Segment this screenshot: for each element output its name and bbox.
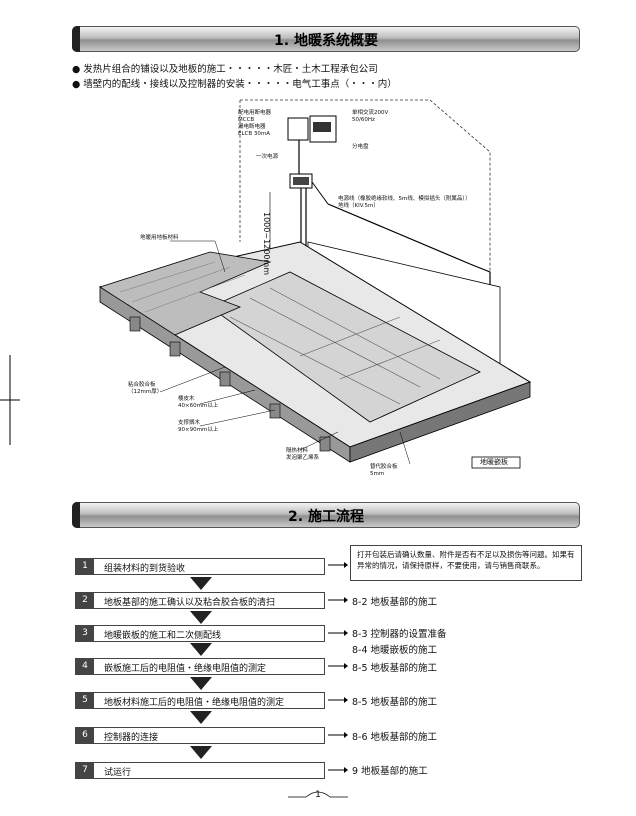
joist-label: 楼皮木 40×60mm以上 [178, 396, 218, 410]
crop-mark [0, 355, 20, 445]
note-box: 打开包装后请确认数量、附件是否有不足以及损伤等问题。如果有异常的情况，请保持原样… [350, 545, 582, 581]
step-number: 3 [76, 626, 94, 641]
flow-step-2: 2 地板基部的施工确认以及粘合胶合板的清扫 [75, 592, 325, 609]
plywood-label: 粘合胶合板 （12mm厚） [128, 382, 162, 396]
bullet-item: ● 发热片组合的铺设以及地板的施工・・・・・木匠・土木工程承包公司 [72, 64, 378, 75]
flow-step-6: 6 控制器的连接 [75, 727, 325, 744]
flow-step-5: 5 地板材料施工后的电阻值・绝缘电阻值的测定 [75, 692, 325, 709]
power-line-text: 电源线（橡胶绝缘软线、5m线、模拟插头（附属品）） [338, 196, 471, 202]
down-arrow-icon [190, 711, 212, 724]
flow-step-7: 7 试运行 [75, 762, 325, 779]
right-arrow-icon [328, 597, 348, 603]
step-label: 试运行 [104, 768, 132, 778]
step-number: 4 [76, 659, 94, 674]
step-label: 嵌板施工后的电阻值・绝缘电阻值的测定 [104, 664, 267, 674]
step-3-ref: 8-3 控制器的设置准备 [352, 629, 447, 640]
step-number: 6 [76, 728, 94, 743]
diagram-illustration [98, 99, 532, 469]
support-text: 支撑搁木 [178, 420, 201, 426]
step-label: 控制器的连接 [104, 733, 159, 743]
filler-text: 5mm [370, 471, 385, 477]
step-6-ref: 8-6 地板基部的施工 [352, 732, 438, 743]
step-number: 5 [76, 693, 94, 708]
insulation-text: 发泡聚乙烯系 [286, 455, 320, 461]
section-2-banner: 2. 施工流程 [72, 502, 580, 528]
filler-label: 替代胶合板 5mm [370, 464, 398, 478]
section-1-title: 1. 地暖系统概要 [274, 33, 378, 49]
floor-material-label: 地暖用地板材料 [140, 235, 179, 241]
section-2-title: 2. 施工流程 [288, 509, 364, 525]
down-arrow-icon [190, 577, 212, 590]
down-arrow-icon [190, 611, 212, 624]
joist-text: 楼皮木 [178, 396, 195, 402]
step-label: 地板材料施工后的电阻值・绝缘电阻值的测定 [104, 698, 285, 708]
plywood-text: （12mm厚） [128, 389, 163, 395]
insulation-label: 隔热材料 发泡聚乙烯系 [286, 448, 319, 462]
right-arrow-icon [328, 732, 348, 738]
bullet-list: ● 发热片组合的铺设以及地板的施工・・・・・木匠・土木工程承包公司 ● 墙壁内的… [72, 62, 397, 92]
floor-heating-diagram: 配电用断电器 MCCB 漏电断电器 ELCB 30mA 单相交流200V 50/… [70, 92, 570, 487]
power-line-label: 电源线（橡胶绝缘软线、5m线、模拟插头（附属品）） 地线（KIV.5m） [338, 196, 471, 210]
step-label: 地板基部的施工确认以及粘合胶合板的清扫 [104, 598, 276, 608]
down-arrow-icon [190, 677, 212, 690]
power-line: 50/60Hz [352, 117, 375, 123]
breaker-line: 配电用断电器 [238, 110, 272, 116]
power-line-text: 地线（KIV.5m） [338, 203, 379, 209]
step-label: 组装材料的到货验收 [104, 564, 186, 574]
panel-label: 分电盘 [352, 144, 369, 150]
step-2-ref: 8-2 地板基部的施工 [352, 597, 438, 608]
breaker-line: ELCB 30mA [238, 131, 271, 137]
section-1-banner: 1. 地暖系统概要 [72, 26, 580, 52]
right-arrow-icon [328, 630, 348, 636]
breaker-line: MCCB [238, 117, 255, 123]
page-number: 1 [315, 790, 321, 800]
support-label: 支撑搁木 90×90mm以上 [178, 420, 218, 434]
banner-cap [72, 26, 80, 52]
step-number: 1 [76, 559, 94, 574]
power-label: 单相交流200V 50/60Hz [352, 110, 388, 124]
down-arrow-icon [190, 746, 212, 759]
down-arrow-icon [190, 643, 212, 656]
right-arrow-icon [328, 697, 348, 703]
right-arrow-icon [328, 663, 348, 669]
banner-cap [72, 502, 80, 528]
breaker-label: 配电用断电器 MCCB 漏电断电器 ELCB 30mA [238, 110, 271, 138]
embedded-panel-label: 地暖嵌板 [480, 458, 508, 466]
step-3-ref: 8-4 地暖嵌板的施工 [352, 645, 438, 656]
flow-step-4: 4 嵌板施工后的电阻值・绝缘电阻值的测定 [75, 658, 325, 675]
joist-text: 40×60mm以上 [178, 403, 219, 409]
step-number: 7 [76, 763, 94, 778]
power-line: 单相交流200V [352, 110, 389, 116]
step-4-ref: 8-5 地板基部的施工 [352, 663, 438, 674]
support-text: 90×90mm以上 [178, 427, 219, 433]
bullet-item: ● 墙壁内的配线・接线以及控制器的安装・・・・・电气工事点（・・・内） [72, 79, 397, 90]
right-arrow-icon [328, 767, 348, 773]
flow-step-1: 1 组装材料的到货验收 [75, 558, 325, 575]
right-arrow-icon [328, 562, 348, 568]
insulation-text: 隔热材料 [286, 448, 309, 454]
breaker-line: 漏电断电器 [238, 124, 266, 130]
step-label: 地暖嵌板的施工和二次侧配线 [104, 631, 222, 641]
height-label: 1000~1200mm [262, 212, 271, 276]
step-number: 2 [76, 593, 94, 608]
filler-text: 替代胶合板 [370, 464, 398, 470]
step-5-ref: 8-5 地板基部的施工 [352, 697, 438, 708]
primary-power-label: 一次电源 [256, 154, 279, 160]
flow-step-3: 3 地暖嵌板的施工和二次侧配线 [75, 625, 325, 642]
page-number-decoration [288, 791, 348, 798]
plywood-text: 粘合胶合板 [128, 382, 156, 388]
step-7-ref: 9 地板基部的施工 [352, 766, 428, 777]
